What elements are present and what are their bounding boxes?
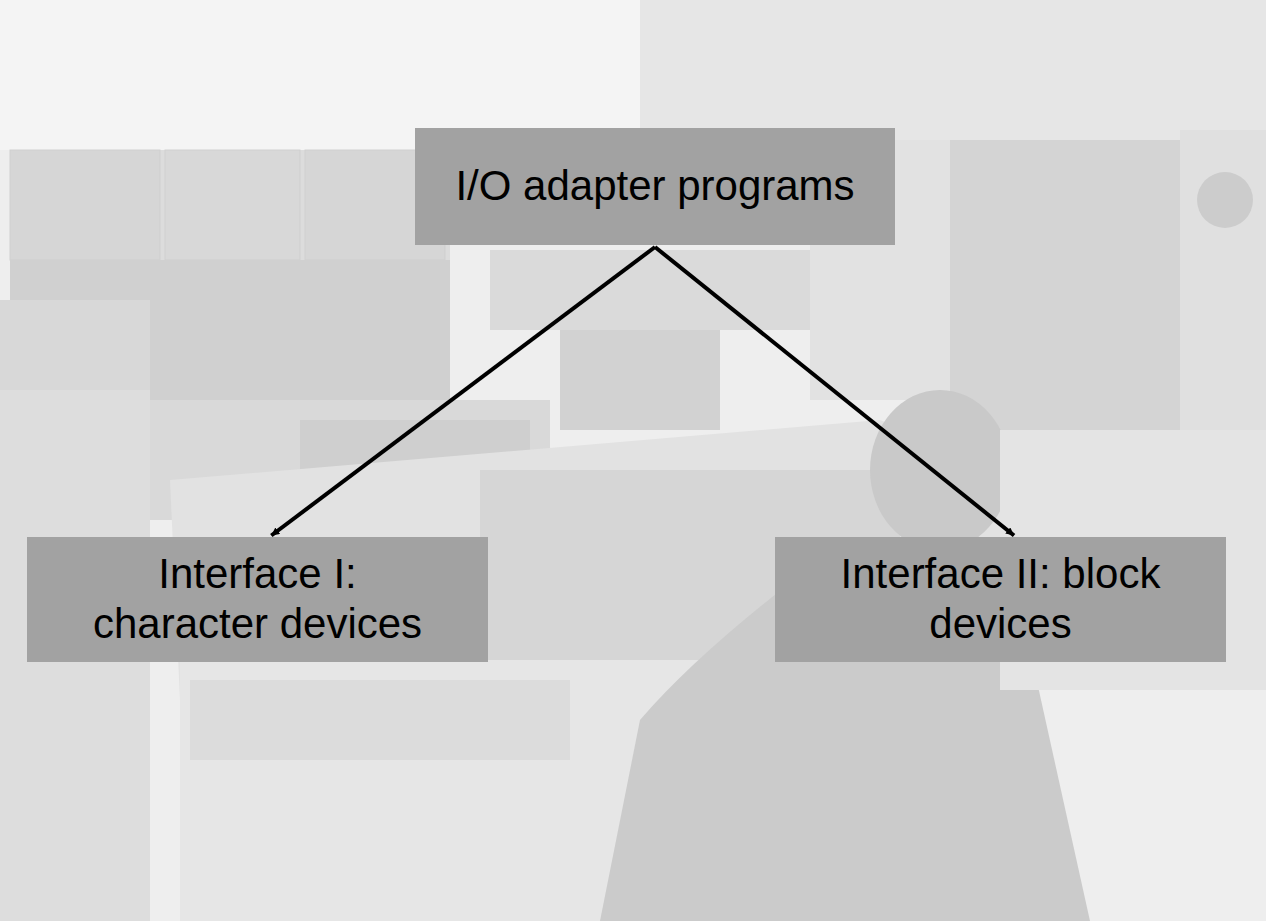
box-label: Interface II: block devices — [836, 549, 1166, 650]
box-label: I/O adapter programs — [455, 161, 854, 211]
arrow-connector — [271, 247, 655, 536]
interface-box: Interface II: block devices — [775, 537, 1226, 662]
program-box: I/O adapter programs — [415, 128, 895, 245]
arrow-connector — [655, 247, 1014, 536]
box-label: Interface I: character devices — [68, 549, 448, 650]
interface-box: Interface I: character devices — [27, 537, 488, 662]
